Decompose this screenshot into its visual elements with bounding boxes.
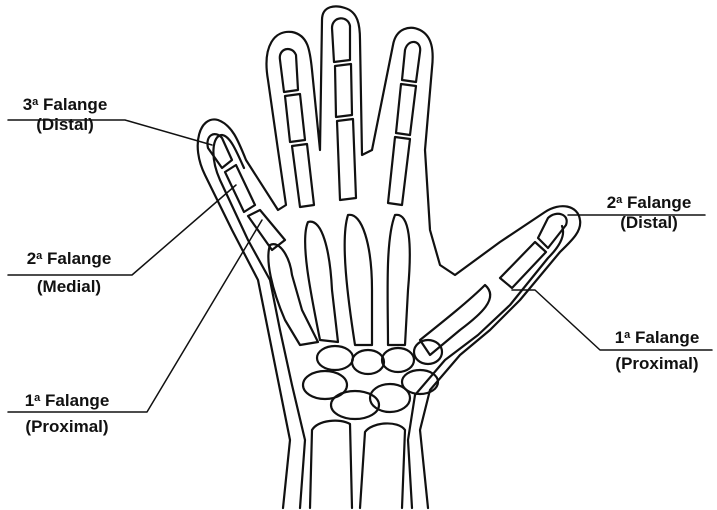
label-left-medial: 2a Falange (Medial) [10,246,128,297]
phalanx-bones [207,18,566,288]
ulna-bone [360,423,405,508]
hand-inner-outline [213,135,305,508]
label-right-proximal: 1a Falange (Proximal) [598,325,716,374]
label-left-distal: 3a Falange (Distal) [10,92,120,135]
label-right-distal: 2a Falange (Distal) [590,190,708,233]
radius-bone [310,421,352,508]
metacarpal-bones [268,215,490,355]
label-left-proximal: 1a Falange (Proximal) [8,388,126,437]
carpal-bones [303,340,442,419]
